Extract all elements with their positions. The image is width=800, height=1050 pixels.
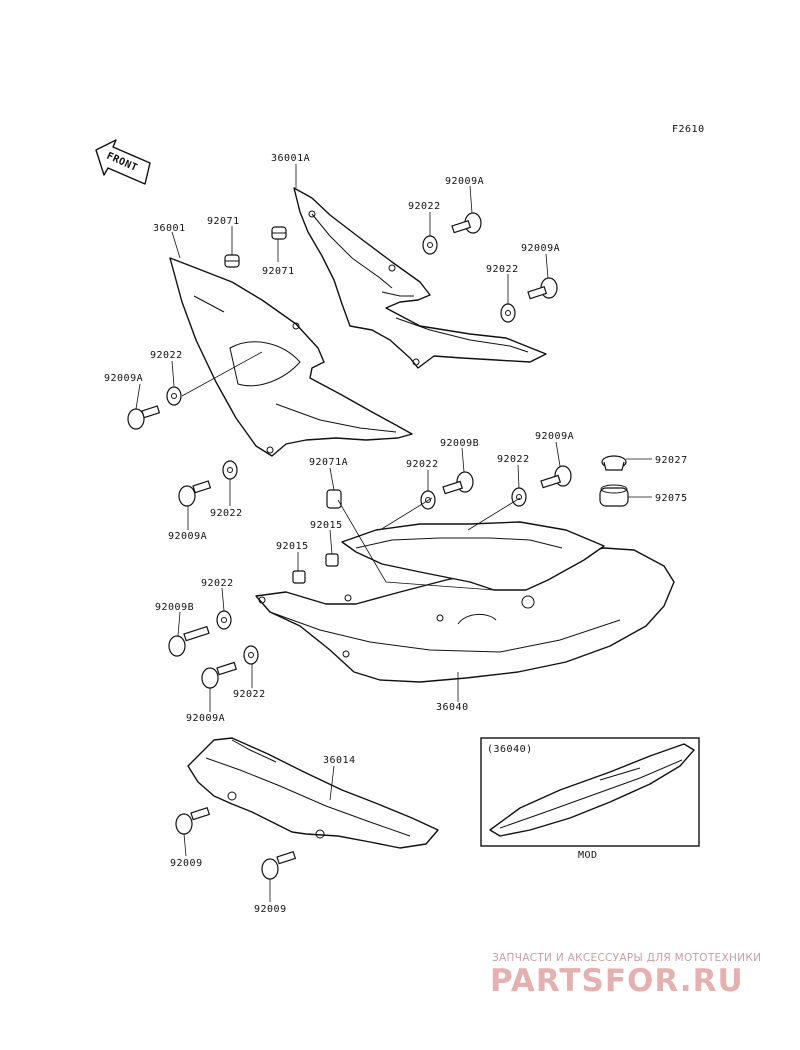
callout-36001: 36001 (153, 223, 186, 234)
grommet-92071-a (224, 254, 240, 268)
callout-92009A-6: 92009A (186, 713, 225, 724)
callout-92071-a: 92071 (207, 216, 240, 227)
callout-92071-b: 92071 (262, 266, 295, 277)
inset-title: (36040) (487, 744, 533, 755)
cover-36014 (187, 737, 439, 849)
figure-code: F2610 (672, 124, 705, 135)
cover-36001 (169, 257, 413, 457)
callout-92022-1: 92022 (408, 201, 441, 212)
callout-92022-3: 92022 (150, 350, 183, 361)
callout-labels: 36001A 36001 92071 92071 92022 92009A 92… (104, 153, 688, 915)
callout-36001A: 36001A (271, 153, 310, 164)
callout-92009B-1: 92009B (440, 438, 479, 449)
washers (166, 235, 527, 665)
callout-92015-2: 92015 (276, 541, 309, 552)
callout-36040: 36040 (436, 702, 469, 713)
callout-92071A: 92071A (309, 457, 348, 468)
callout-92022-8: 92022 (233, 689, 266, 700)
callout-92009B-2: 92009B (155, 602, 194, 613)
leader-lines (135, 164, 652, 902)
callout-92009A-5: 92009A (535, 431, 574, 442)
callout-92009-2: 92009 (254, 904, 287, 915)
cover-36001A (293, 187, 547, 369)
callout-92009A-4: 92009A (168, 531, 207, 542)
callout-36014: 36014 (323, 755, 356, 766)
callout-92009A-2: 92009A (521, 243, 560, 254)
callout-92022-7: 92022 (201, 578, 234, 589)
inset-caption: MOD (578, 850, 598, 861)
screws (127, 212, 572, 880)
front-arrow: FRONT (95, 139, 151, 185)
callout-92027: 92027 (655, 455, 688, 466)
watermark-tagline: ЗАПЧАСТИ И АКСЕССУАРЫ ДЛЯ МОТОТЕХНИКИ (492, 952, 762, 964)
watermark-logo: PARTSFOR.RU (490, 963, 744, 999)
callout-92009A-1: 92009A (445, 176, 484, 187)
spacers (292, 455, 629, 584)
callout-92022-4: 92022 (210, 508, 243, 519)
callout-92075: 92075 (655, 493, 688, 504)
callout-92015-1: 92015 (310, 520, 343, 531)
callout-92022-5: 92022 (406, 459, 439, 470)
callout-92022-6: 92022 (497, 454, 530, 465)
callout-92009A-3: 92009A (104, 373, 143, 384)
inset-box: (36040) MOD (480, 737, 700, 861)
callout-92009-1: 92009 (170, 858, 203, 869)
tail-cover-36040 (255, 521, 675, 683)
grommet-92071-b (271, 226, 287, 240)
callout-92022-2: 92022 (486, 264, 519, 275)
